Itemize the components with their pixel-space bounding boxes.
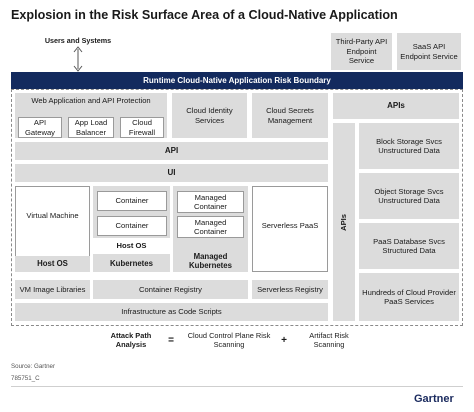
cloud-secrets-management-box: Cloud Secrets Management <box>252 93 328 138</box>
gartner-logo: Gartner <box>414 393 454 405</box>
api-gateway-box: API Gateway <box>18 117 62 138</box>
footer-divider <box>11 386 463 387</box>
container-box-2: Container <box>97 216 167 236</box>
attack-path-analysis-label: Attack Path Analysis <box>110 331 152 349</box>
container-box-1: Container <box>97 191 167 211</box>
document-id-text: 785751_C <box>11 375 40 382</box>
apis-header-box: APIs <box>333 93 459 119</box>
managed-container-box-2: Managed Container <box>177 216 244 238</box>
managed-kubernetes-label: Managed Kubernetes <box>189 252 232 270</box>
paas-database-box: PaaS Database Svcs Structured Data <box>359 223 459 269</box>
ui-bar: UI <box>15 164 328 182</box>
apis-vertical-label: APIs <box>339 213 349 231</box>
apis-vertical-bar: APIs <box>333 123 355 321</box>
virtual-machine-label: Virtual Machine <box>26 211 79 220</box>
equals-sign: = <box>168 335 174 346</box>
object-storage-box: Object Storage Svcs Unstructured Data <box>359 173 459 219</box>
cloud-firewall-box: Cloud Firewall <box>120 117 164 138</box>
vm-image-libraries-box: VM Image Libraries <box>15 280 90 299</box>
saas-api-endpoint-box: SaaS API Endpoint Service <box>397 33 461 70</box>
double-arrow-icon <box>73 46 83 72</box>
page-title: Explosion in the Risk Surface Area of a … <box>11 8 398 22</box>
third-party-api-endpoint-box: Third-Party API Endpoint Service <box>331 33 392 70</box>
artifact-risk-label: Artifact Risk Scanning <box>309 331 349 349</box>
web-app-protection-label: Web Application and API Protection <box>31 96 151 105</box>
kubernetes-bar: Kubernetes <box>93 256 170 272</box>
source-text: Source: Gartner <box>11 363 56 370</box>
serverless-paas-label: Serverless PaaS <box>261 221 319 230</box>
cloud-control-plane-label: Cloud Control Plane Risk Scanning <box>187 331 271 349</box>
app-load-balancer-box: App Load Balancer <box>68 117 114 138</box>
cloud-identity-services-box: Cloud Identity Services <box>172 93 247 138</box>
risk-boundary-banner: Runtime Cloud-Native Application Risk Bo… <box>11 72 463 89</box>
users-and-systems-label: Users and Systems <box>44 36 112 45</box>
hundreds-paas-box: Hundreds of Cloud Provider PaaS Services <box>359 273 459 321</box>
iac-scripts-box: Infrastructure as Code Scripts <box>15 303 328 321</box>
serverless-column <box>252 186 328 272</box>
managed-container-box-1: Managed Container <box>177 191 244 213</box>
container-registry-box: Container Registry <box>93 280 248 299</box>
api-bar: API <box>15 142 328 160</box>
host-os-bar-container: Host OS <box>93 238 170 254</box>
serverless-registry-box: Serverless Registry <box>252 280 328 299</box>
host-os-bar-vm: Host OS <box>15 256 90 272</box>
block-storage-box: Block Storage Svcs Unstructured Data <box>359 123 459 169</box>
risk-boundary-frame <box>11 89 463 326</box>
plus-sign: + <box>281 335 287 346</box>
